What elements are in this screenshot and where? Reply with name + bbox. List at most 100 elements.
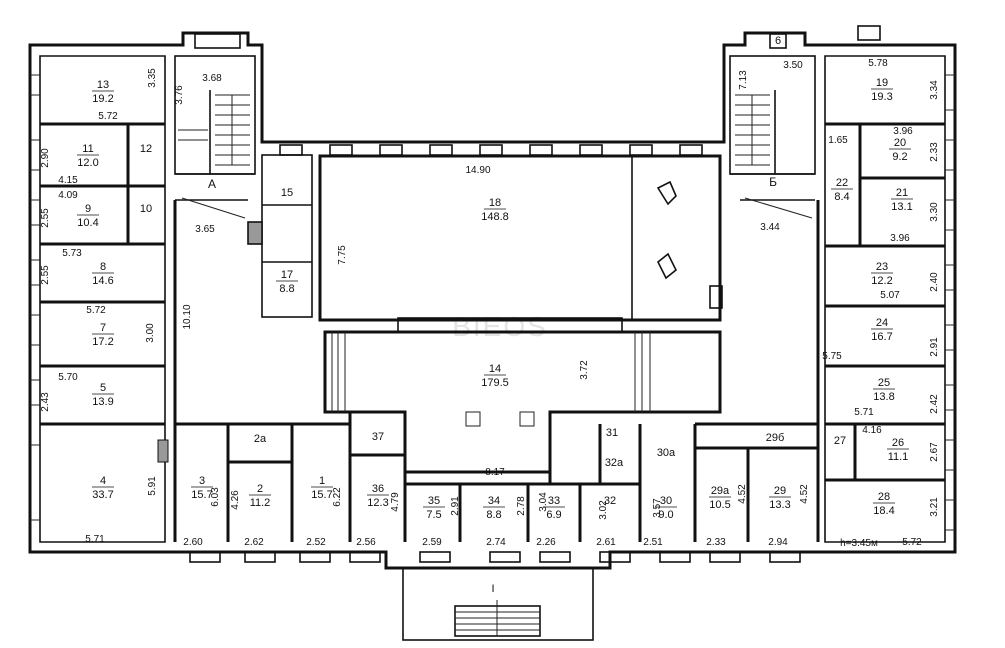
- room-30-number: 30: [660, 495, 672, 507]
- dimension-label: 2.56: [356, 537, 376, 548]
- room-17-number: 17: [281, 269, 293, 281]
- room-14-area: 179.5: [481, 377, 509, 389]
- dimension-label: 2.33: [929, 142, 940, 162]
- dimension-label: 3.50: [783, 60, 803, 71]
- stair-label-a: А: [208, 177, 216, 191]
- room-3-number: 3: [199, 475, 205, 487]
- stair-label-b: Б: [769, 175, 777, 189]
- room-8-area: 14.6: [92, 275, 113, 287]
- dimension-label: 14.90: [465, 165, 490, 176]
- dimension-label: 4.16: [862, 425, 882, 436]
- room-2a-number: 2a: [254, 433, 267, 445]
- room-7-number: 7: [100, 322, 106, 334]
- dimension-label: 2.42: [929, 394, 940, 414]
- room-18-number: 18: [489, 197, 501, 209]
- dimension-label: 3.68: [202, 73, 222, 84]
- dimension-label: 3.65: [195, 224, 215, 235]
- dimension-label: 7.13: [738, 70, 749, 90]
- room-3-area: 15.7: [191, 489, 212, 501]
- dimension-label: 5.07: [880, 290, 900, 301]
- room-36-area: 12.3: [367, 497, 388, 509]
- room-19-area: 19.3: [871, 91, 892, 103]
- room-5-area: 13.9: [92, 396, 113, 408]
- room-24-number: 24: [876, 317, 888, 329]
- dimension-label: 7.75: [337, 245, 348, 265]
- dimension-label: 3.57: [652, 498, 663, 518]
- dimension-label: 2.67: [929, 442, 940, 462]
- room-34-number: 34: [488, 495, 500, 507]
- dimension-label: 3.02: [598, 500, 609, 520]
- room-28-area: 18.4: [873, 505, 894, 517]
- dimension-label: 8.17: [485, 467, 505, 478]
- dimension-label: 3.21: [929, 497, 940, 517]
- room-11-number: 11: [82, 143, 93, 155]
- room-26-area: 11.1: [888, 451, 909, 463]
- dimension-label: 2.62: [244, 537, 264, 548]
- room-12-number: 12: [140, 143, 152, 155]
- dimension-label: 2.52: [306, 537, 326, 548]
- room-35-number: 35: [428, 495, 440, 507]
- dimension-label: 2.43: [40, 392, 51, 412]
- dimension-label: 2.55: [40, 265, 51, 285]
- dimension-label: 5.78: [868, 58, 888, 69]
- room-5-number: 5: [100, 382, 106, 394]
- dimension-label: 5.72: [902, 537, 922, 548]
- dimension-label: 5.75: [822, 351, 842, 362]
- room-2-number: 2: [257, 483, 263, 495]
- room-4-number: 4: [100, 475, 106, 487]
- room-1-number: 1: [319, 475, 325, 487]
- dimension-label: 2.51: [643, 537, 663, 548]
- room-29б-number: 29б: [766, 432, 785, 444]
- height-note: h=3.45м: [840, 538, 878, 549]
- dimension-label: 4.09: [58, 190, 78, 201]
- room-30-area: 9.0: [658, 509, 673, 521]
- dimension-label: 3.96: [890, 233, 910, 244]
- dimension-label: 5.91: [147, 476, 158, 496]
- dimension-label: 2.61: [596, 537, 616, 548]
- room-13-number: 13: [97, 79, 109, 91]
- dimension-label: 2.91: [450, 496, 461, 516]
- dimension-label: 5.70: [58, 372, 78, 383]
- dimension-label: 5.73: [62, 248, 82, 259]
- room-6-number: 6: [775, 35, 781, 47]
- room-29-number: 29: [774, 485, 786, 497]
- room-21-number: 21: [896, 187, 908, 199]
- room-24-area: 16.7: [871, 331, 892, 343]
- room-14-number: 14: [489, 363, 501, 375]
- dimension-label: 4.26: [230, 490, 241, 510]
- room-19-number: 19: [876, 77, 888, 89]
- room-21-area: 13.1: [891, 201, 912, 213]
- room-29a-area: 10.5: [709, 499, 730, 511]
- room-35-area: 7.5: [426, 509, 441, 521]
- room-10-number: 10: [140, 203, 152, 215]
- dimension-label: 2.40: [929, 272, 940, 292]
- room-22-number: 22: [836, 177, 848, 189]
- dimension-label: 2.33: [706, 537, 726, 548]
- room-2-area: 11.2: [250, 497, 271, 509]
- dimension-label: 2.74: [486, 537, 506, 548]
- dimension-label: 5.71: [85, 534, 105, 545]
- dimension-label: 2.59: [422, 537, 442, 548]
- entrance-label: I: [491, 583, 494, 595]
- room-20-number: 20: [894, 137, 906, 149]
- dimension-label: 6.22: [332, 487, 343, 507]
- dimension-label: 2.94: [768, 537, 788, 548]
- dimension-label: 5.71: [854, 407, 874, 418]
- room-31-number: 31: [606, 427, 618, 439]
- dimension-label: 4.79: [390, 492, 401, 512]
- dimension-label: 2.60: [183, 537, 203, 548]
- dimension-label: 3.76: [174, 85, 185, 105]
- dimension-label: 2.91: [929, 337, 940, 357]
- room-20-area: 9.2: [892, 151, 907, 163]
- dimension-label: 10.10: [182, 304, 193, 329]
- dimension-label: 6.03: [210, 487, 221, 507]
- room-1-area: 15.7: [311, 489, 332, 501]
- room-25-number: 25: [878, 377, 890, 389]
- room-30a-number: 30a: [657, 447, 676, 459]
- dimension-label: 3.96: [893, 126, 913, 137]
- room-33-number: 33: [548, 495, 560, 507]
- room-22-area: 8.4: [834, 191, 849, 203]
- dimension-label: 3.04: [538, 492, 549, 512]
- room-32a-number: 32a: [605, 457, 624, 469]
- room-33-area: 6.9: [546, 509, 561, 521]
